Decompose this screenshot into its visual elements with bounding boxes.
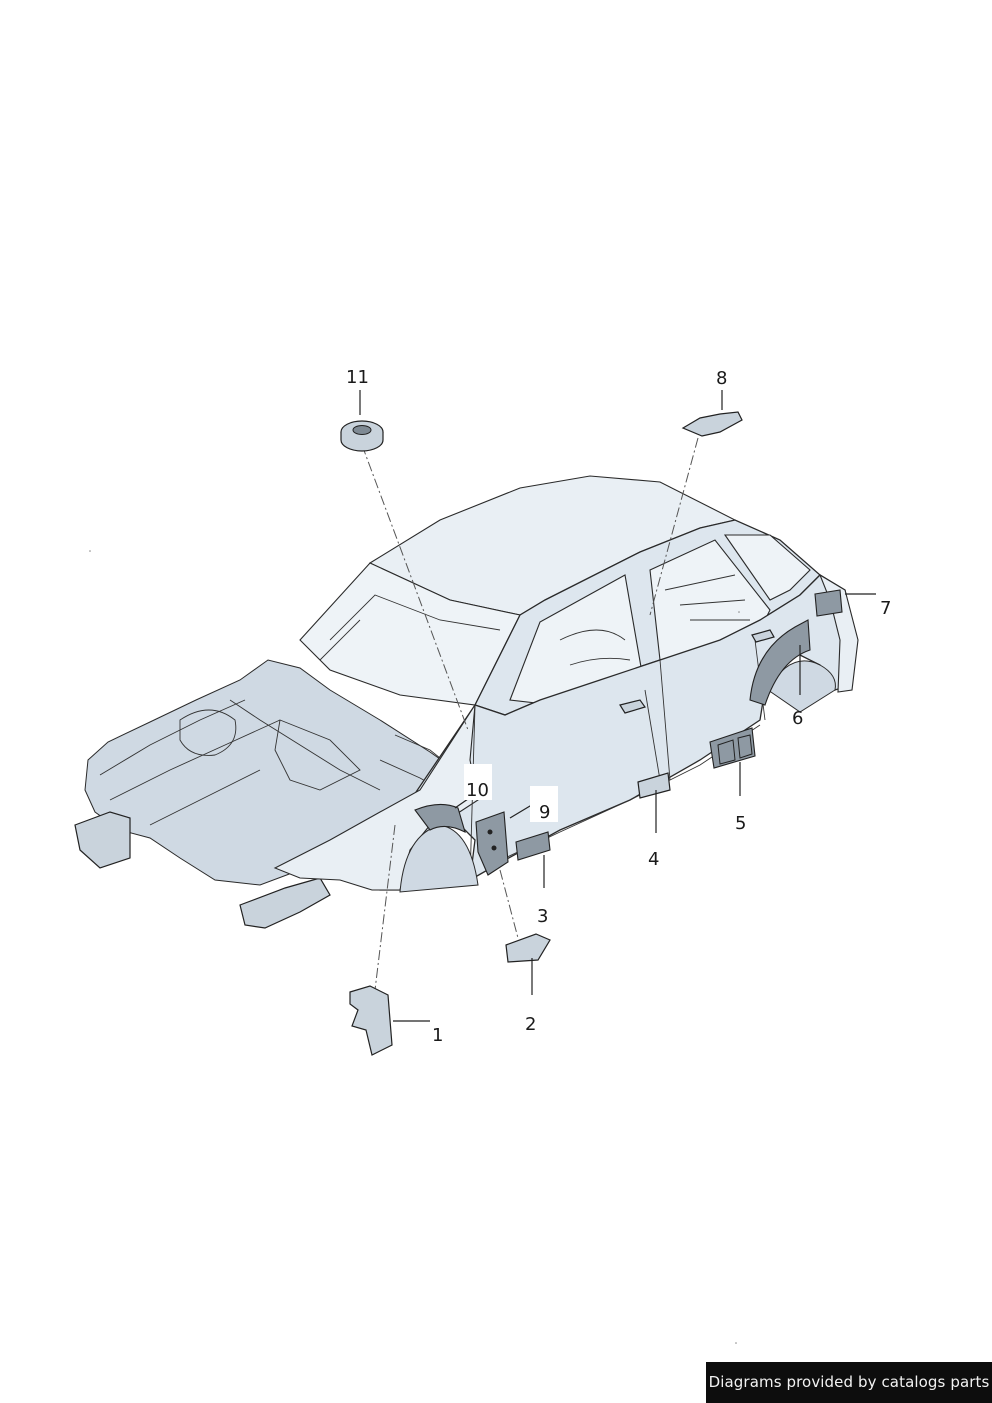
speck <box>735 1342 737 1344</box>
callout-2: 2 <box>525 1014 536 1035</box>
part-10-liner <box>414 803 466 834</box>
part-2-wedge <box>505 933 551 963</box>
callout-6: 6 <box>792 708 803 729</box>
callout-9-backdrop <box>530 786 558 822</box>
part-4-block <box>637 772 671 799</box>
callout-8: 8 <box>716 368 727 389</box>
part-8-pad <box>681 411 743 437</box>
callout-10-backdrop <box>464 764 492 800</box>
speck <box>89 550 91 552</box>
callout-11: 11 <box>346 367 369 388</box>
callout-labels: 11 8 7 6 5 4 3 9 10 2 1 <box>346 367 891 1046</box>
leader-dashlines <box>361 437 699 991</box>
car-body-shell <box>74 475 859 929</box>
callout-5: 5 <box>735 813 746 834</box>
part-9-plate <box>475 811 509 876</box>
callout-7: 7 <box>880 598 891 619</box>
part-3-block <box>515 831 551 861</box>
part-6-arch-strip <box>749 619 811 706</box>
callout-4: 4 <box>648 849 659 870</box>
part-1-bracket <box>349 985 393 1056</box>
callout-3: 3 <box>537 906 548 927</box>
callout-9: 9 <box>539 802 550 823</box>
callout-1: 1 <box>432 1025 443 1046</box>
callout-10: 10 <box>466 780 489 801</box>
part-11-ring <box>340 420 384 452</box>
speck <box>738 611 740 613</box>
part-5-panel <box>709 727 756 769</box>
credit-banner: Diagrams provided by catalogs parts <box>706 1362 992 1403</box>
part-7-block <box>814 589 843 617</box>
